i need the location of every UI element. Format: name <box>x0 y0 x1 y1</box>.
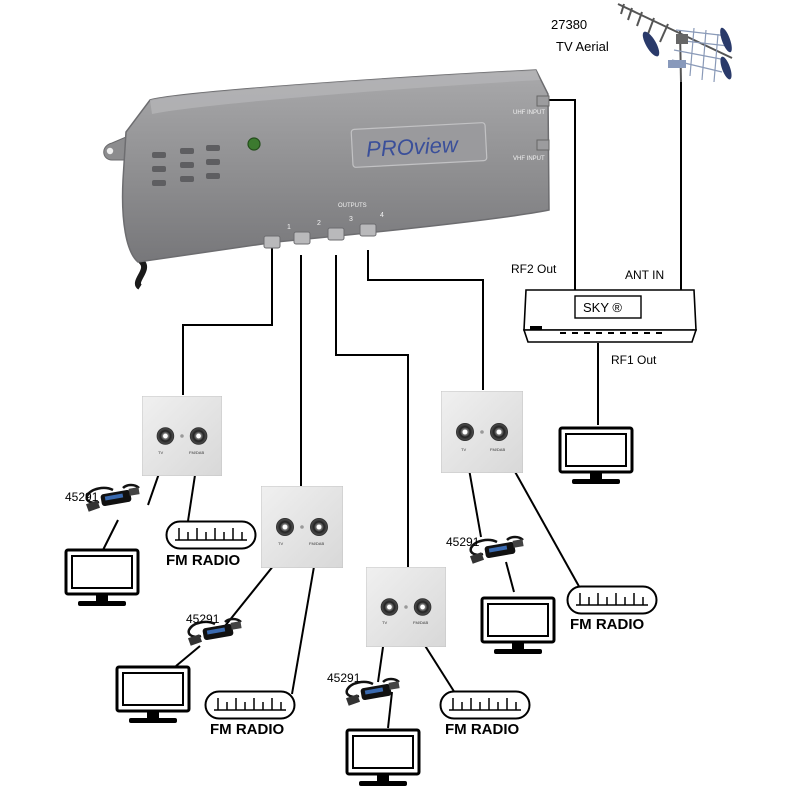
plate-radio-label: FM/DAB <box>413 620 428 625</box>
plate-radio-label: FM/DAB <box>490 447 505 452</box>
plate-radio-label: FM/DAB <box>189 450 204 455</box>
amplifier-brand: PROview <box>365 132 460 162</box>
tv-aerial <box>617 3 733 83</box>
ant-in-label: ANT IN <box>625 268 664 282</box>
aerial-code: 27380 <box>551 17 587 32</box>
wall-plate: TV FM/DAB <box>366 567 446 647</box>
plate-tv-label: TV <box>158 450 163 455</box>
aerial-label: TV Aerial <box>556 39 609 54</box>
outputs-label: OUTPUTS <box>338 203 367 209</box>
wall-plate: TV FM/DAB <box>142 396 222 476</box>
rf1-out-label: RF1 Out <box>611 353 657 367</box>
fm-radio-label: FM RADIO <box>210 721 284 738</box>
plate-tv-label: TV <box>382 620 387 625</box>
output-port-number: 2 <box>317 220 321 227</box>
wall-plate: TV FM/DAB <box>261 486 343 568</box>
tv-icon <box>558 426 634 486</box>
fm-radio-icon <box>204 690 296 720</box>
output-port-number: 1 <box>287 224 291 231</box>
tv-icon <box>64 548 140 608</box>
plate-tv-label: TV <box>278 541 283 546</box>
sky-logo: SKY ® <box>583 300 622 315</box>
fm-radio-label: FM RADIO <box>570 616 644 633</box>
tv-icon <box>480 596 556 656</box>
distribution-amplifier: PROview UHF INPUT VHF INPUT OUTPUTS 1 2 … <box>103 69 550 290</box>
output-port-number: 4 <box>380 212 384 219</box>
plate-tv-label: TV <box>461 447 466 452</box>
tv-icon <box>345 728 421 788</box>
plate-radio-label: FM/DAB <box>309 541 324 546</box>
isolator-code: 45291 <box>186 612 220 626</box>
isolator-code: 45291 <box>446 535 480 549</box>
fm-radio-icon <box>439 690 531 720</box>
output-port-number: 3 <box>349 216 353 223</box>
fm-radio-label: FM RADIO <box>445 721 519 738</box>
vhf-input-label: VHF INPUT <box>513 156 545 162</box>
sky-box <box>522 289 698 343</box>
uhf-input-label: UHF INPUT <box>513 110 545 116</box>
wall-plate: TV FM/DAB <box>441 391 523 473</box>
isolator-code: 45291 <box>327 671 361 685</box>
power-led-icon <box>247 137 261 151</box>
fm-radio-icon <box>165 520 257 550</box>
fm-radio-icon <box>566 585 658 615</box>
tv-icon <box>115 665 191 725</box>
rf2-out-label: RF2 Out <box>511 262 557 276</box>
fm-radio-label: FM RADIO <box>166 552 240 569</box>
isolator-code: 45291 <box>65 490 99 504</box>
